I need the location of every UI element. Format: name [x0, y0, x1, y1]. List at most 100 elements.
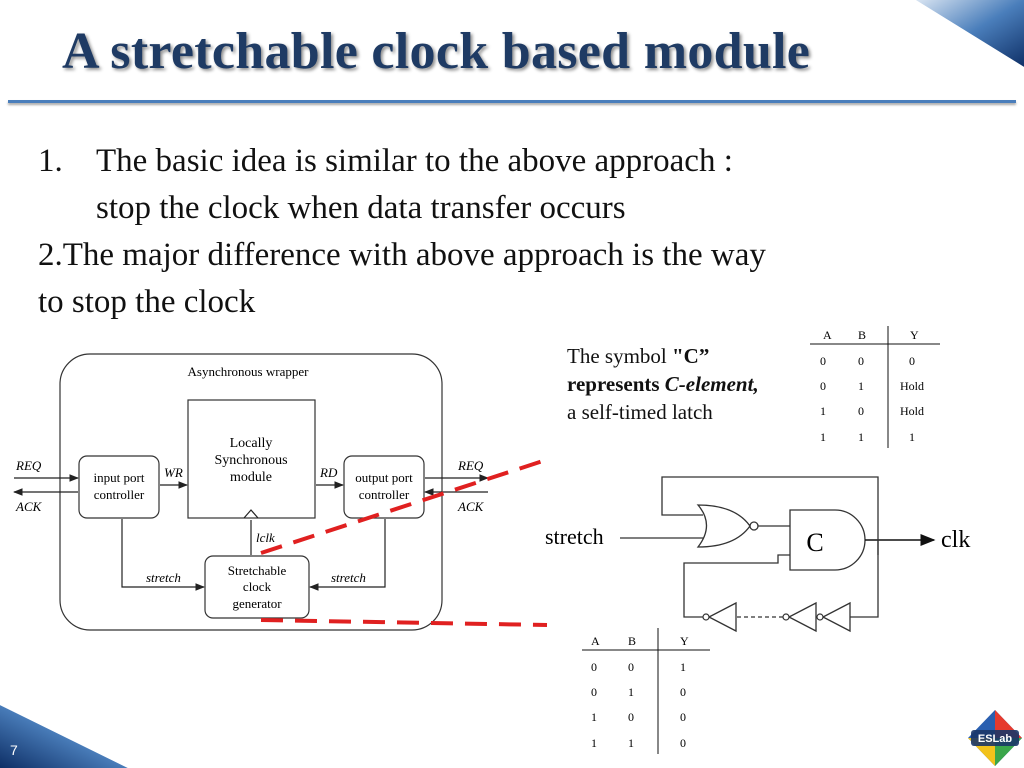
table-cell: 1: [628, 685, 634, 699]
inverter-bubble: [816, 613, 824, 621]
logo-text: ESLab: [978, 733, 1013, 745]
stretch-left-arrow: [121, 519, 205, 591]
table-cell: 0: [909, 354, 915, 368]
note-c-element: C-element,: [664, 372, 759, 396]
feedback-right-wire: [850, 540, 879, 618]
nor-bubble: [749, 521, 759, 531]
input-port-label: input port: [94, 470, 145, 485]
stretch-right-arrow: [309, 519, 386, 591]
table-cell: 0: [858, 354, 864, 368]
table-cell: 1: [628, 736, 634, 750]
bullet-text-line: The basic idea is similar to the above a…: [96, 143, 733, 179]
table-cell: 1: [820, 404, 826, 418]
table-cell: 0: [680, 736, 686, 750]
table-header: Y: [910, 328, 919, 342]
table-cell: 0: [820, 354, 826, 368]
async-wrapper-diagram: Asynchronous wrapper Locally Synchronous…: [13, 353, 489, 631]
clock-generator-label: generator: [232, 596, 282, 611]
ack-left-label: ACK: [15, 499, 43, 514]
ls-module-label: module: [230, 470, 272, 485]
table-cell: 1: [858, 430, 864, 444]
ack-right-label: ACK: [457, 499, 485, 514]
zoom-callout-lines: [260, 457, 550, 627]
stretch-right-label: stretch: [331, 570, 366, 585]
inverter-2: [787, 601, 817, 633]
note-represents: represents: [567, 372, 665, 396]
note-text: The symbol: [567, 344, 672, 368]
bullet-item-1: 1. The basic idea is similar to the abov…: [38, 138, 978, 232]
table-cell: 0: [591, 685, 597, 699]
stretch-input-label: stretch: [545, 524, 604, 549]
note-text: a self-timed latch: [567, 400, 713, 424]
slide-number: 7: [10, 742, 18, 758]
table-cell: Hold: [900, 379, 924, 393]
ls-module-label: Synchronous: [214, 453, 287, 468]
bullet-text-line: stop the clock when data transfer occurs: [96, 190, 626, 226]
feedback-top-wire: [661, 476, 879, 540]
bullet-text-line: 2.The major difference with above approa…: [38, 237, 766, 273]
bullet-text-line: to stop the clock: [38, 284, 256, 320]
title-underline: [8, 100, 1016, 103]
table-cell: 0: [628, 660, 634, 674]
c-element-note: The symbol "C” represents C-element, a s…: [567, 342, 817, 426]
c-element-truth-table: A B Y 0 0 0 0 1 Hold 1 0 Hold 1 1 1: [810, 326, 940, 448]
bullet-number: 1.: [38, 143, 63, 179]
req-right-label: REQ: [457, 458, 484, 473]
clock-generator-label: clock: [243, 579, 272, 594]
c-element-gate: [789, 509, 866, 571]
table-cell: 1: [858, 379, 864, 393]
output-port-controller-box: [343, 455, 425, 519]
table-cell: 0: [820, 379, 826, 393]
feedback-to-c-wire: [683, 554, 790, 618]
table-header: B: [628, 634, 636, 648]
slide-title: A stretchable clock based module: [62, 23, 811, 80]
table-header: Y: [680, 634, 689, 648]
zoom-line-top: [260, 457, 550, 555]
table-cell: 1: [820, 430, 826, 444]
wrapper-label: Asynchronous wrapper: [188, 364, 310, 379]
table-cell: Hold: [900, 404, 924, 418]
input-port-label: controller: [94, 487, 145, 502]
table-cell: 0: [680, 685, 686, 699]
inverter-1: [821, 601, 851, 633]
table-header: B: [858, 328, 866, 342]
wr-label: WR: [164, 465, 183, 480]
stretch-left-label: stretch: [146, 570, 181, 585]
table-cell: 0: [858, 404, 864, 418]
clock-generator-circuit: stretch C clk: [545, 476, 970, 633]
req-left-label: REQ: [15, 458, 42, 473]
inverter-bubble: [702, 613, 710, 621]
table-cell: 0: [591, 660, 597, 674]
table-header: A: [591, 634, 600, 648]
clk-output-label: clk: [941, 527, 970, 553]
corner-decoration-bottom-left: [0, 703, 131, 768]
inverter-bubble: [782, 613, 790, 621]
zoom-line-bottom: [260, 618, 548, 627]
input-port-controller-box: [78, 455, 160, 519]
table-cell: 1: [591, 710, 597, 724]
inverter-3: [707, 601, 737, 633]
output-port-label: controller: [359, 487, 410, 502]
table-cell: 1: [909, 430, 915, 444]
c-element-label: C: [806, 528, 823, 557]
table-cell: 0: [628, 710, 634, 724]
note-symbol: "C”: [672, 344, 710, 368]
ls-module-label: Locally: [230, 436, 273, 451]
output-port-label: output port: [355, 470, 413, 485]
table-cell: 1: [680, 660, 686, 674]
clock-generator-box: [204, 555, 310, 619]
lclk-clock-symbol: [243, 509, 259, 519]
nor-gate: [696, 504, 751, 548]
corner-decoration-top-right: [913, 0, 1024, 69]
lclk-label: lclk: [256, 530, 275, 545]
eslab-logo: ESLab: [968, 710, 1022, 766]
table-cell: 1: [591, 736, 597, 750]
nor-truth-table: A B Y 0 0 1 0 1 0 1 0 0 1 1 0: [582, 628, 710, 754]
bullet-item-2: 2.The major difference with above approa…: [38, 232, 978, 326]
table-header: A: [823, 328, 832, 342]
table-cell: 0: [680, 710, 686, 724]
ls-module-box: [187, 399, 316, 519]
clock-generator-label: Stretchable: [228, 563, 287, 578]
bullet-list: 1. The basic idea is similar to the abov…: [38, 138, 978, 326]
rd-label: RD: [319, 465, 338, 480]
